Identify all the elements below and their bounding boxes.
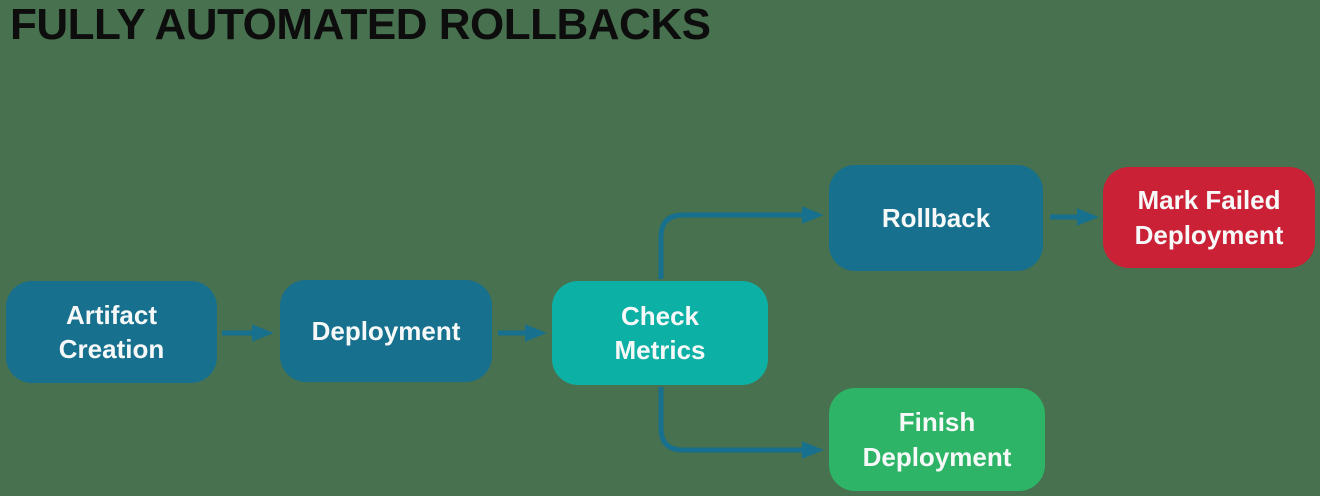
node-check-metrics: Check Metrics [552,281,768,385]
node-deployment: Deployment [280,280,492,382]
node-artifact-creation: Artifact Creation [6,281,217,383]
edge-check-to-rollback [658,206,824,279]
diagram-title: FULLY AUTOMATED ROLLBACKS [10,0,711,49]
node-mark-failed-deployment-label: Mark Failed Deployment [1134,185,1284,250]
node-mark-failed-deployment: Mark Failed Deployment [1103,167,1315,268]
node-rollback-label: Rollback [881,202,991,233]
node-artifact-creation-label: Artifact Creation [58,299,165,364]
node-rollback: Rollback [829,165,1043,271]
edge-check-to-finish [658,387,824,459]
node-check-metrics-label: Check Metrics [614,300,706,365]
node-finish-deployment: Finish Deployment [829,388,1045,491]
node-deployment-label: Deployment [311,315,461,346]
node-finish-deployment-label: Finish Deployment [862,407,1012,472]
